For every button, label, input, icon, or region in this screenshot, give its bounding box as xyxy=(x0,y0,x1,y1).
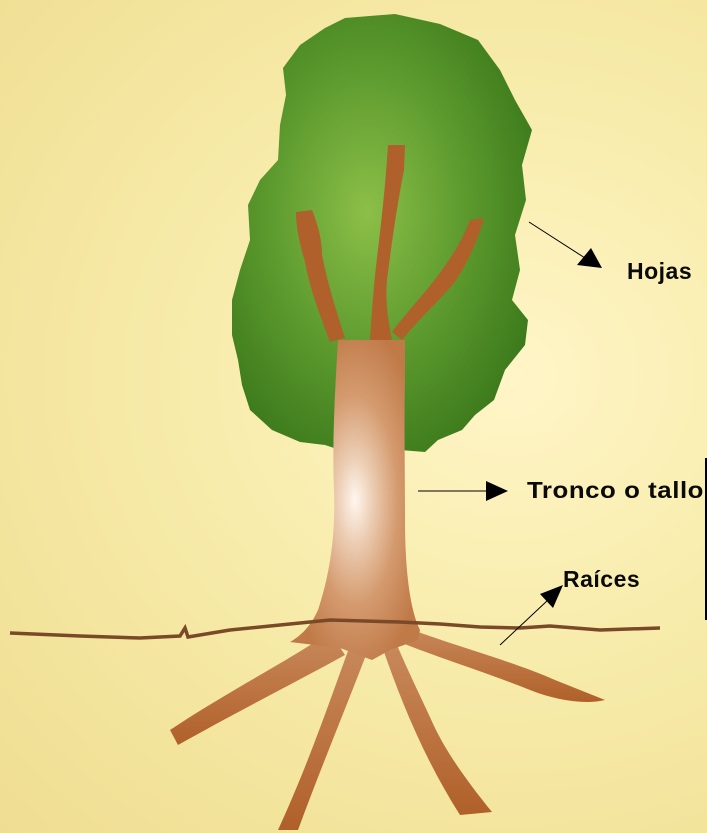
arrow-line-leaves xyxy=(529,222,585,258)
label-roots: Raíces xyxy=(563,566,640,592)
arrow-head-leaves xyxy=(577,248,602,268)
arrow-head-trunk xyxy=(486,481,508,501)
arrow-line-roots xyxy=(500,600,548,645)
label-leaves: Hojas xyxy=(627,258,692,284)
root-far-left xyxy=(170,632,345,745)
roots xyxy=(170,625,605,830)
root-right xyxy=(395,625,605,702)
label-trunk: Tronco o tallo xyxy=(527,477,704,503)
